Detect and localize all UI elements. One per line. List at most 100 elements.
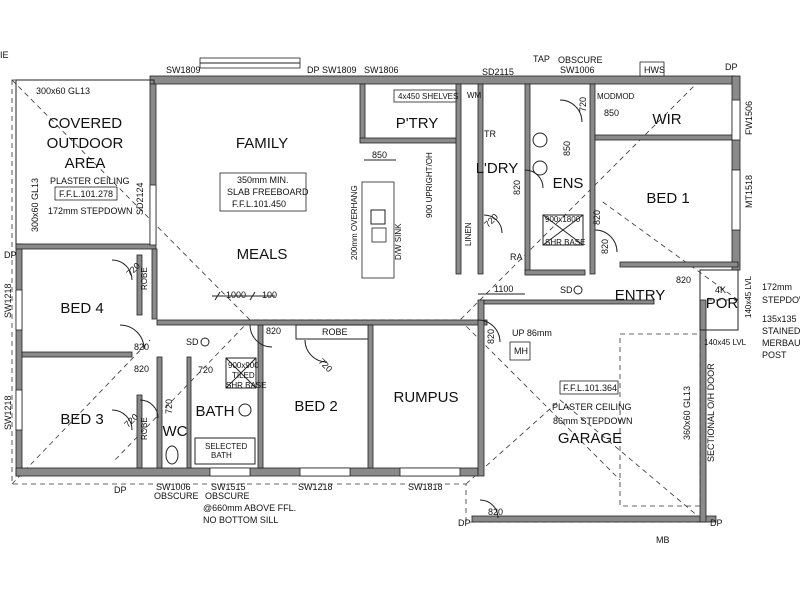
basin-ens-2 <box>532 160 548 176</box>
win-dp-bottom1: DP <box>458 518 471 528</box>
win-sw1809-a: SW1809 <box>166 65 201 75</box>
win-tap: TAP <box>533 54 550 64</box>
notes: IE 300x60 GL13 PLASTER CEILING F.F.L.101… <box>0 50 800 460</box>
shower-bath <box>225 357 257 389</box>
note-overhang: 200mm OVERHANG <box>350 185 359 260</box>
note-slab-2: SLAB FREEBOARD <box>227 187 309 197</box>
fixtures <box>165 61 701 507</box>
note-post-4: POST <box>762 350 787 360</box>
door-820-ens: 820 <box>592 210 602 225</box>
win-sw1218-bottom: SW1218 <box>298 482 333 492</box>
smoke-detector-entry <box>573 285 583 295</box>
note-robe-bed4: ROBE <box>140 267 149 290</box>
win-sw1006-top: SW1006 <box>560 65 595 75</box>
note-robe-bed2: ROBE <box>322 327 348 337</box>
win-obscure-top: OBSCURE <box>558 55 603 65</box>
smoke-detector-hall <box>200 337 210 347</box>
note-ie: IE <box>0 50 9 60</box>
manhole <box>509 341 531 361</box>
room-garage: GARAGE <box>558 430 622 447</box>
dim-100: 100 <box>262 290 277 300</box>
note-linen: LINEN <box>464 222 473 246</box>
note-stepdown-word: STEPDOWN <box>762 295 800 305</box>
win-dp-bl: DP <box>114 485 127 495</box>
note-shower-top: 900x1800 <box>545 215 581 224</box>
note-shr-base-bath: SHR BASE <box>226 381 266 390</box>
room-entry: ENTRY <box>615 287 666 304</box>
note-post-2: STAINED <box>762 326 800 336</box>
win-sw1218-b: SW1218 <box>3 395 13 430</box>
shower-ens <box>542 214 584 246</box>
win-dp-bottom2: DP <box>710 518 723 528</box>
win-sectional-door: SECTIONAL O/H DOOR <box>706 363 716 462</box>
door-720-wc: 720 <box>164 399 174 414</box>
win-hws: HWS <box>644 65 665 75</box>
note-post-1: 135x135 <box>762 314 797 324</box>
room-porch: POR <box>706 295 739 312</box>
win-dp-top: DP <box>307 65 320 75</box>
door-swings <box>111 99 618 519</box>
dim-850-kitchen: 850 <box>372 150 387 160</box>
door-820-ldry: 820 <box>512 180 522 195</box>
dishwasher <box>371 227 387 243</box>
note-dw-sink: D/W SINK <box>394 223 403 260</box>
note-gl13-corner: 300x60 GL13 <box>36 86 90 96</box>
win-sw1818: SW1818 <box>408 482 443 492</box>
note-porch-lvl: 140x45 LVL <box>744 275 753 318</box>
room-bed4: BED 4 <box>60 300 103 317</box>
door-820-bed3: 820 <box>134 364 149 374</box>
note-slab-1: 350mm MIN. <box>237 175 289 185</box>
garage-door <box>619 333 701 507</box>
note-modmod: MODMOD <box>597 92 635 101</box>
win-sill2: NO BOTTOM SILL <box>203 515 278 525</box>
dim-1000: 1000 <box>226 290 246 300</box>
room-bed3: BED 3 <box>60 411 103 428</box>
note-ffl-outdoor: F.F.L.101.278 <box>59 189 113 199</box>
dim-720-top: 720 <box>578 97 588 112</box>
room-family: FAMILY <box>236 135 288 152</box>
door-820-bed1: 820 <box>600 239 610 254</box>
win-obscure-bottom2: OBSCURE <box>205 491 250 501</box>
win-sw1809-b: SW1809 <box>322 65 357 75</box>
room-wir: WIR <box>652 111 681 128</box>
room-bed1: BED 1 <box>646 190 689 207</box>
win-dp-left: DP <box>4 250 17 260</box>
note-garage-ffl: F.F.L.101.364 <box>563 383 617 393</box>
dim-1100: 1100 <box>494 284 513 294</box>
note-upright: 900 UPRIGHT/OH <box>425 152 434 218</box>
room-rumpus: RUMPUS <box>393 389 458 406</box>
note-up86: UP 86mm <box>512 328 552 338</box>
door-720-bath: 720 <box>198 365 213 375</box>
toilet-wc <box>165 445 179 465</box>
win-dp-tr: DP <box>725 62 738 72</box>
win-sw1006-bottom: SW1006 <box>156 482 191 492</box>
note-shelves: 4x450 SHELVES <box>398 92 458 101</box>
room-pantry: P'TRY <box>396 115 439 132</box>
room-wc: WC <box>163 423 188 440</box>
room-laundry: L'DRY <box>476 160 519 177</box>
dim-850-wir: 850 <box>604 108 619 118</box>
note-porch-lvl2: 140x45 LVL <box>704 338 747 347</box>
door-820-entry: 820 <box>676 275 691 285</box>
note-tiled: TILED <box>232 371 255 380</box>
room-bath: BATH <box>196 403 235 420</box>
note-garage-ceiling: PLASTER CEILING <box>552 402 632 412</box>
note-plaster-outdoor: PLASTER CEILING <box>50 176 130 186</box>
win-sw1515: SW1515 <box>211 482 246 492</box>
note-ra: RA <box>510 252 523 262</box>
win-sw1806: SW1806 <box>364 65 399 75</box>
win-sill1: @660mm ABOVE FFL. <box>203 503 296 513</box>
note-selected-bath-1: SELECTED <box>205 442 247 451</box>
room-ensuite: ENS <box>553 175 584 192</box>
win-mt1518: MT1518 <box>744 175 754 208</box>
door-labels: 820 820 820 820 820 820 820 820 820 720 … <box>122 180 691 517</box>
note-gl13-left: 300x60 GL13 <box>30 178 40 232</box>
note-tr: TR <box>484 129 496 139</box>
door-820-bed4: 820 <box>134 342 149 352</box>
door-820-rumpus: 820 <box>486 329 496 344</box>
basin-bath <box>238 403 252 417</box>
win-sw1218-a: SW1218 <box>3 283 13 318</box>
basin-ens-1 <box>532 132 548 148</box>
dim-850-ens: 850 <box>562 141 572 156</box>
win-sd2124: SD2124 <box>135 182 145 215</box>
